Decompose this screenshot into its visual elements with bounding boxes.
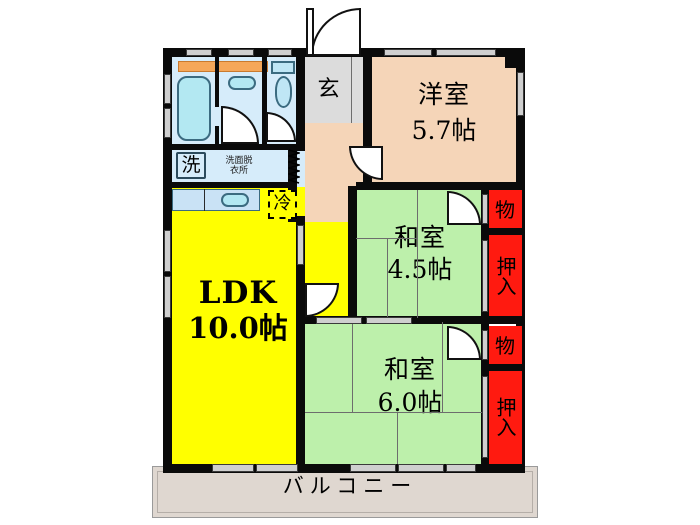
storage-oshiire-2-label: 押入	[488, 370, 522, 464]
kitchen-sink	[221, 193, 249, 207]
tatami-seam-45-v	[417, 190, 418, 318]
storage-mono-2-label: 物	[495, 333, 515, 358]
vanity-sink	[228, 76, 256, 90]
storage-mono-1	[488, 190, 522, 230]
room-western-fill	[372, 57, 516, 186]
closet-door-mono-1[interactable]	[482, 194, 488, 224]
storage-mono-1-label: 物	[495, 197, 515, 222]
window-ldk-left-1	[164, 230, 171, 272]
wall-western-notch	[505, 57, 516, 68]
interior-wall-water-hall	[296, 57, 305, 151]
refrigerator-space	[268, 190, 297, 219]
tatami-seam-60-v3	[397, 412, 398, 464]
toilet-tank	[271, 61, 295, 74]
window-washroom-top	[228, 49, 254, 56]
storage-oshiire-2	[488, 370, 522, 464]
exterior-wall-bottom	[163, 464, 525, 473]
window-western-top-1	[384, 49, 432, 56]
closet-door-oshiire-2[interactable]	[482, 376, 488, 458]
interior-wall-kitchen-top	[172, 182, 296, 188]
washroom-label-line2: 衣所	[229, 166, 248, 176]
room-western-size: 5.7帖	[411, 116, 477, 145]
storage-oshiire-2-text: 押入	[493, 397, 517, 437]
bathtub	[177, 76, 211, 141]
tatami-seam-60-v1	[352, 322, 353, 412]
washroom-label: 洗面脱 衣所	[210, 150, 268, 182]
storage-oshiire-1-text: 押入	[493, 256, 517, 296]
storage-mono-2	[488, 326, 522, 366]
window-tatami60-bottom-1	[350, 464, 396, 472]
washer-label: 洗	[181, 153, 201, 176]
storage-oshiire-1-label: 押入	[488, 234, 522, 318]
interior-wall-ldk-right	[296, 216, 305, 326]
genkan-label: 玄	[317, 76, 340, 102]
interior-wall-bath-vanity	[215, 57, 219, 107]
room-ldk-name: LDK	[198, 274, 278, 311]
closet-door-oshiire-1[interactable]	[482, 240, 488, 312]
interior-wall-bath-bottom	[172, 144, 296, 150]
window-ldk-bottom-1	[212, 464, 254, 472]
sliding-door-tatami-divider-2[interactable]	[366, 317, 412, 324]
toilet-bowl	[275, 76, 292, 108]
room-western-name: 洋室	[417, 80, 470, 109]
interior-wall-toilet-left	[262, 57, 267, 145]
window-bath-left-2	[164, 108, 171, 138]
tatami-seam-60-v2	[442, 322, 443, 412]
window-bath-top	[186, 49, 212, 56]
window-tatami60-bottom-2	[398, 464, 444, 472]
window-ldk-left-2	[164, 276, 171, 318]
tatami-seam-60-h	[305, 412, 488, 413]
genkan-step-line	[351, 57, 352, 123]
sliding-door-tatami-divider-1[interactable]	[316, 317, 362, 324]
window-bath-left	[164, 74, 171, 104]
window-western-right	[517, 72, 524, 116]
interior-wall-closet-split-upper	[488, 228, 525, 235]
interior-wall-bath-vanity-low	[215, 126, 219, 148]
room-japanese-60-name: 和室	[383, 355, 436, 384]
room-japanese-60-size: 6.0帖	[377, 388, 443, 417]
genkan-fill	[305, 57, 372, 123]
closet-door-mono-2[interactable]	[482, 330, 488, 360]
sliding-door-ldk-tatami45[interactable]	[297, 225, 304, 265]
room-japanese-45-name: 和室	[393, 223, 446, 252]
balcony-label: バルコニー	[282, 474, 418, 499]
interior-wall-ldk-tatami6	[296, 316, 305, 464]
interior-wall-closet-split-lower	[488, 364, 525, 371]
bath-ledge	[178, 61, 268, 72]
interior-wall-western-bottom	[356, 182, 525, 190]
interior-wall-tatami-divider	[305, 316, 525, 324]
window-toilet-top	[268, 49, 292, 56]
room-ldk-fill	[172, 187, 305, 464]
room-japanese-45-size: 4.5帖	[387, 255, 453, 284]
interior-wall-tatami45-left	[348, 186, 357, 322]
window-tatami60-bottom-3	[446, 464, 476, 472]
accordion-door	[288, 149, 300, 184]
tatami-seam-45-v2	[387, 238, 388, 318]
kitchen-counter-divider	[204, 189, 205, 211]
washing-machine-space	[176, 152, 206, 179]
entrance-door-leaf	[306, 8, 314, 56]
room-ldk-size: 10.0帖	[188, 310, 288, 345]
window-western-top-2	[436, 49, 496, 56]
entrance-door-swing	[311, 8, 361, 56]
storage-oshiire-1	[488, 234, 522, 318]
window-ldk-bottom-2	[256, 464, 298, 472]
interior-wall-hall-west	[363, 57, 372, 186]
refrigerator-label: 冷	[273, 193, 292, 215]
washroom-label-line1: 洗面脱	[225, 155, 253, 166]
